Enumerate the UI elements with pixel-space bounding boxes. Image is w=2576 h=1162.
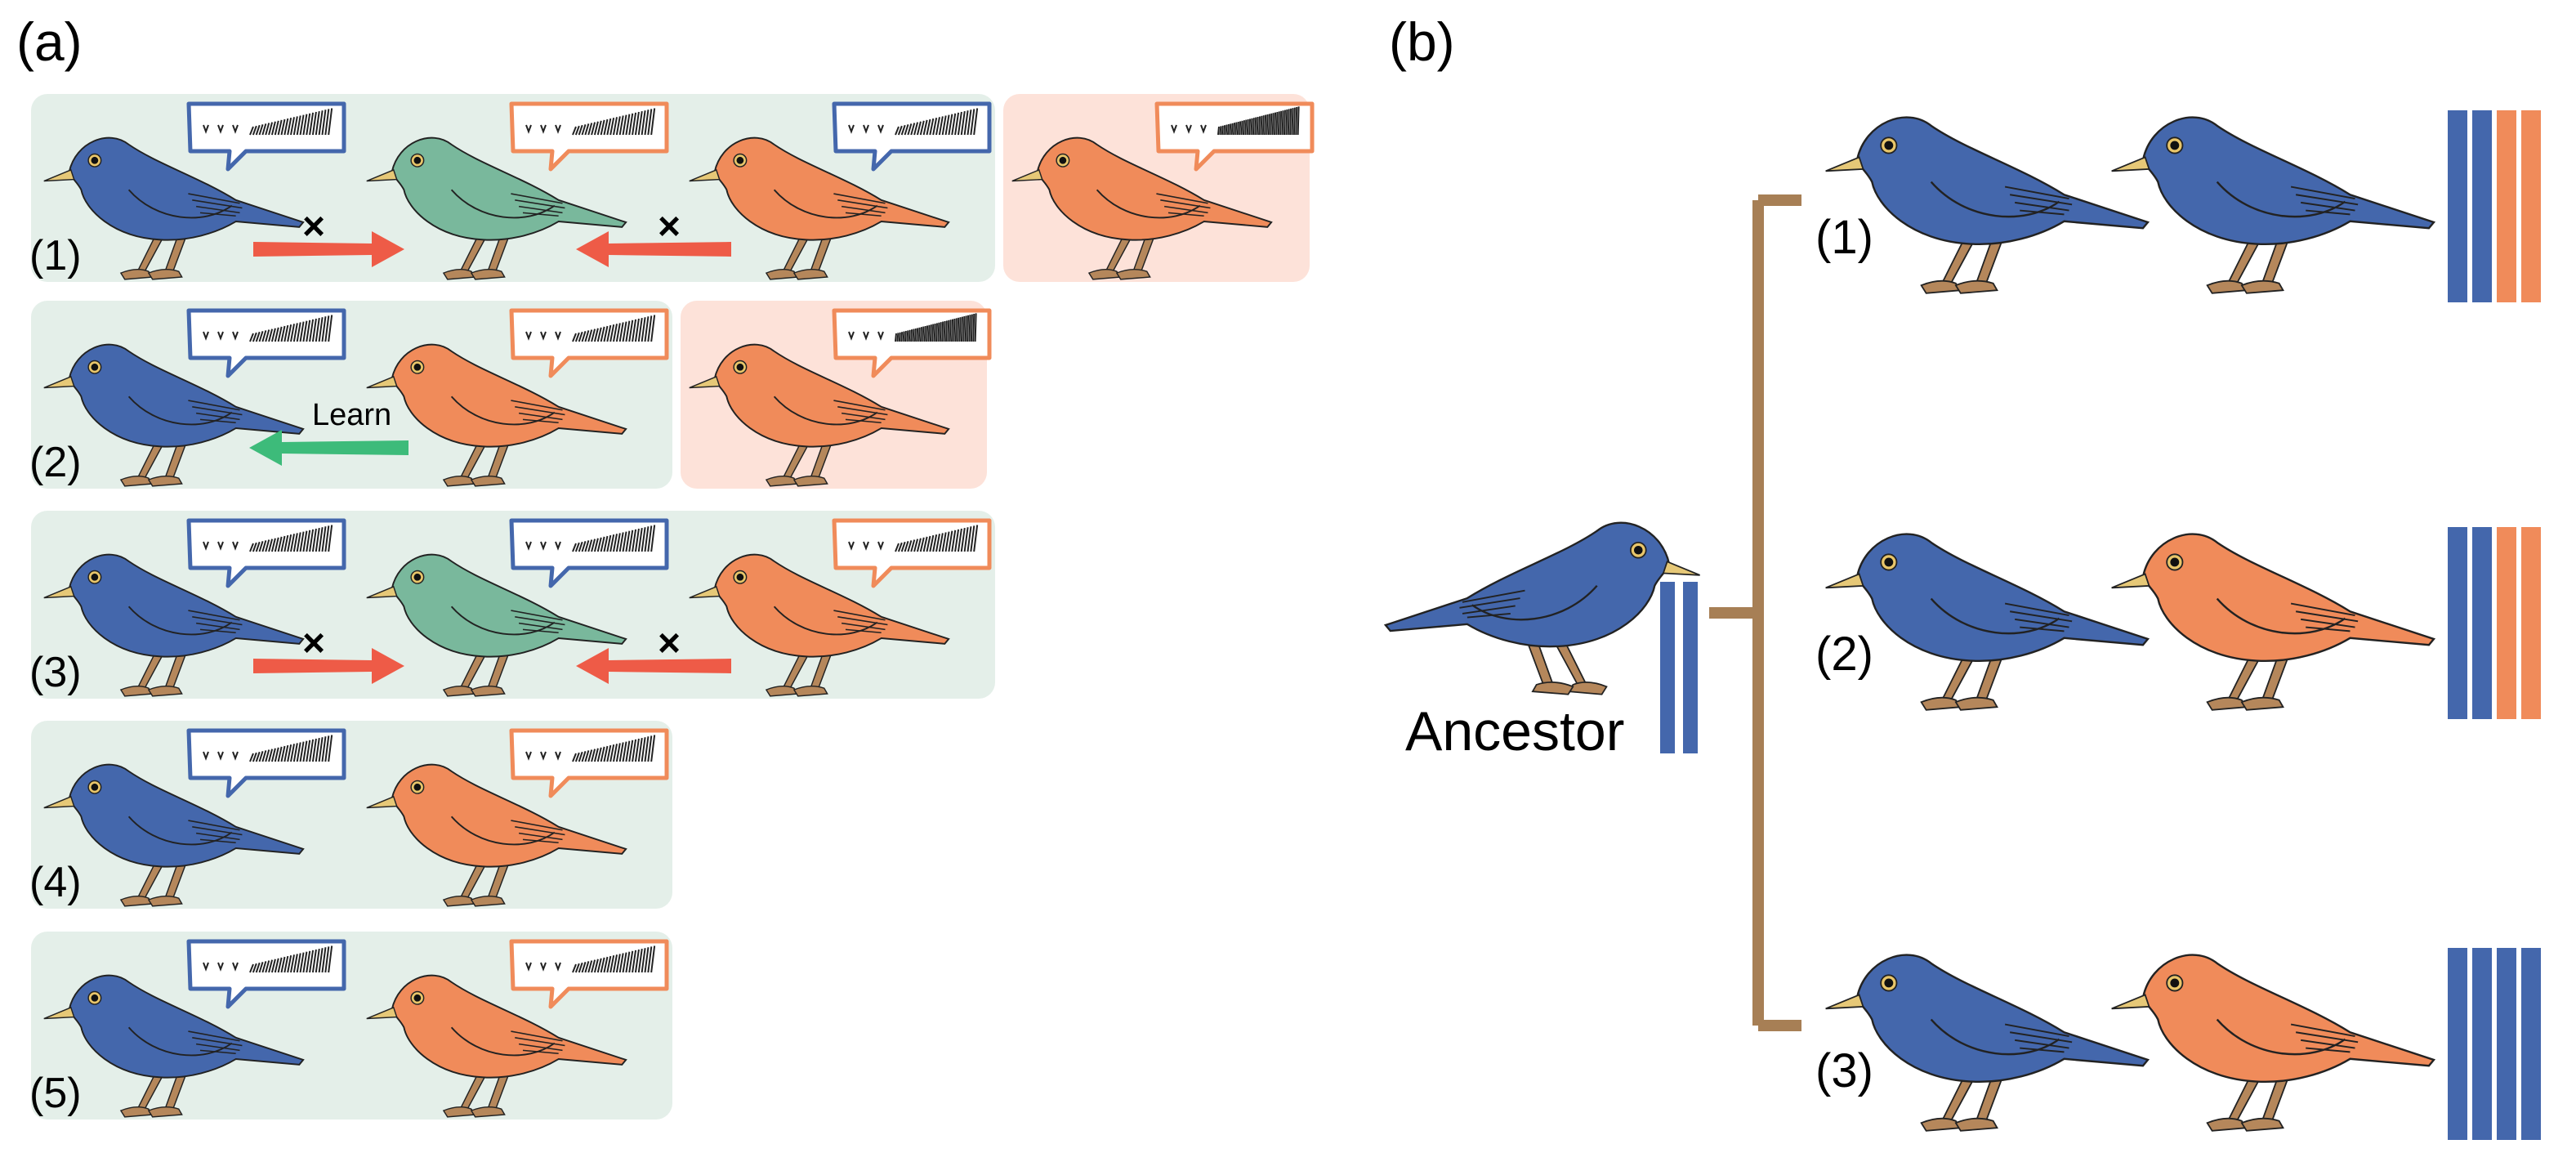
scenario-row: (2) Learn [29,301,992,489]
sonogram [848,525,979,552]
allele-bar [2472,948,2492,1140]
sonogram [525,735,656,762]
row-label: (4) [29,859,82,906]
panel-a-label: (a) [16,11,83,72]
scenario-label: (2) [1815,628,1873,681]
cross-arrow-left [576,231,731,267]
orange-bird-icon [2110,954,2435,1133]
sonogram [1171,106,1300,136]
scenario: (2) [1815,527,2541,719]
sonogram [525,315,656,342]
phylogeny-tree [1709,194,1801,1031]
sonogram [203,735,333,762]
cross-arrow-right [253,648,404,684]
sonogram [203,108,333,136]
orange-bird-icon [2110,533,2435,712]
sonogram [525,525,656,552]
allele-bar [2521,948,2541,1140]
allele-bar [2448,110,2467,302]
scenario-row: (4) [29,721,672,909]
song-bubble [186,101,346,172]
tree-branches [1709,194,1801,1031]
scenario-label: (1) [1815,211,1873,264]
blue-bird-icon [2110,116,2435,295]
song-bubble [509,308,669,378]
blue-bird-icon [1824,116,2150,295]
allele-bar [2497,948,2516,1140]
song-bubble [832,101,992,172]
blue-bird-icon [1384,521,1701,695]
blue-bird-icon [1824,954,2150,1133]
cross-mark: × [658,205,681,248]
scenario-row: (5) [29,932,672,1120]
row-label: (1) [29,232,82,279]
allele-bar [2497,110,2516,302]
song-bubble [186,308,346,378]
song-bubble [186,728,346,798]
sonogram [525,945,656,973]
song-bubble [509,939,669,1009]
panel-a: (1) × × (2) Learn (3) × × (4) (5) [29,94,1315,1120]
learn-label: Learn [312,398,391,432]
allele-bar [2497,527,2516,719]
song-bubble [509,101,669,172]
allele-bar [2472,527,2492,719]
scenario-label: (3) [1815,1044,1873,1097]
sonogram [203,945,333,973]
scenario-row: (1) × × [29,94,1315,282]
song-bubble [186,518,346,588]
sonogram [203,315,333,342]
scenario: (1) [1815,110,2541,302]
row-label: (2) [29,439,82,486]
cross-mark: × [302,622,325,665]
ancestor-bar [1660,582,1675,753]
ancestor-bar [1683,582,1698,753]
cross-arrow-left [576,648,731,684]
panel-b-label: (b) [1389,11,1455,72]
scenario-row: (3) × × [29,511,995,699]
sonogram [848,313,977,342]
song-bubble [186,939,346,1009]
row-label: (3) [29,649,82,696]
allele-bar [2521,110,2541,302]
song-bubble [1154,101,1315,172]
panel-b: Ancestor (1) (2) (3) [1384,110,2541,1140]
blue-bird-icon [1824,533,2150,712]
sonogram [203,525,333,552]
cross-mark: × [658,622,681,665]
ancestor-label: Ancestor [1405,700,1624,762]
allele-bar [2448,948,2467,1140]
song-bubble [509,518,669,588]
song-bubble [832,308,992,378]
song-bubble [832,518,992,588]
row-label: (5) [29,1070,82,1117]
song-bubble [509,728,669,798]
allele-bar [2448,527,2467,719]
allele-bar [2472,110,2492,302]
scenario: (3) [1815,948,2541,1140]
cross-arrow-right [253,231,404,267]
sonogram [848,108,979,136]
cross-mark: × [302,205,325,248]
learn-arrow [249,430,408,466]
sonogram [525,108,656,136]
allele-bar [2521,527,2541,719]
